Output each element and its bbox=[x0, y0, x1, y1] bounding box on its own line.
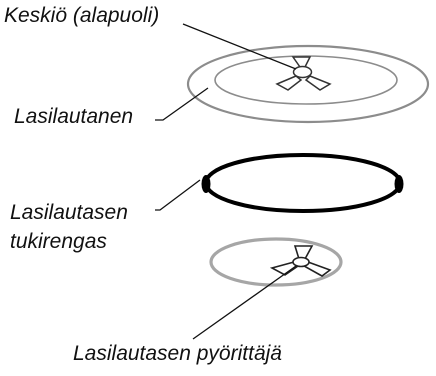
leader-line-hub bbox=[182, 23, 297, 70]
roller-label: Lasilautasen pyörittäjä bbox=[73, 342, 282, 365]
turntable-roller-outline bbox=[209, 237, 343, 287]
leader-line-roller bbox=[192, 265, 297, 340]
roller-coupler bbox=[269, 245, 332, 277]
turntable-roller bbox=[209, 237, 343, 287]
ring-label: Lasilautasen tukirengas bbox=[10, 198, 128, 256]
hub-coupling bbox=[275, 56, 332, 91]
roller-wheel-right bbox=[394, 175, 404, 193]
leader-line-ring bbox=[155, 179, 201, 211]
roller-wheel-left bbox=[201, 175, 211, 193]
roller-ring-hoop bbox=[204, 153, 402, 213]
glass-tray-outer-rim bbox=[186, 44, 430, 124]
roller-ring bbox=[201, 153, 404, 213]
glass-tray-inner-rim bbox=[214, 55, 398, 105]
leader-lines bbox=[155, 23, 297, 340]
glass-tray bbox=[186, 44, 430, 124]
glass-tray-label: Lasilautanen bbox=[14, 105, 134, 128]
leader-line-glass-tray bbox=[155, 87, 209, 121]
ring-label-line1: Lasilautasen bbox=[10, 201, 128, 224]
ring-label-line2: tukirengas bbox=[10, 230, 107, 253]
hub-label: Keskiö (alapuoli) bbox=[4, 4, 160, 27]
